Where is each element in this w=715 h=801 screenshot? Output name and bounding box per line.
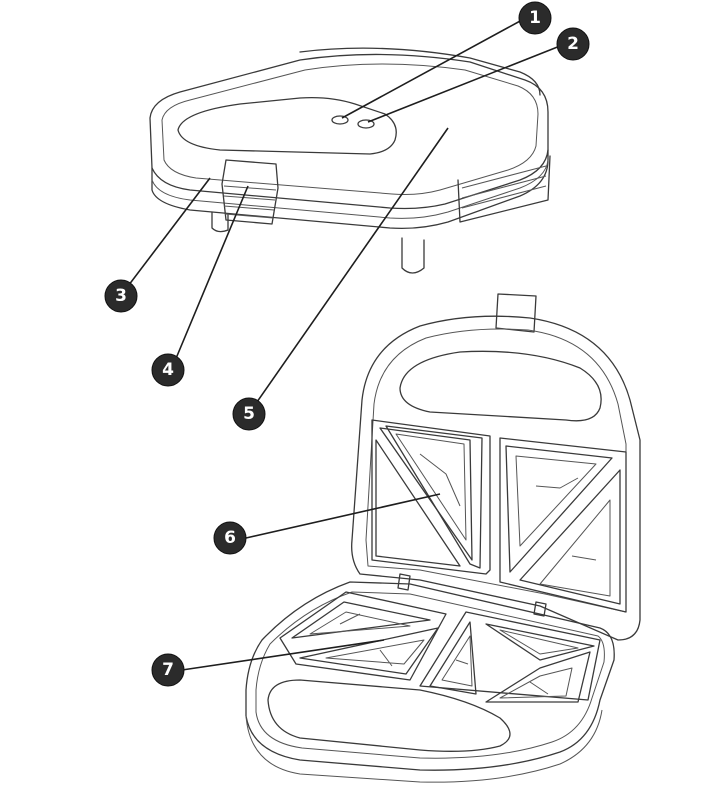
upper-mould-right-frame bbox=[499, 437, 627, 613]
upper-plate-outline bbox=[351, 315, 641, 641]
lower-mould-right-ridge-b bbox=[499, 629, 579, 655]
lower-mould-left-frame bbox=[279, 591, 447, 681]
power-light bbox=[331, 115, 349, 125]
lower-base-edge bbox=[245, 709, 603, 783]
base-seam bbox=[151, 159, 549, 219]
upper-mould-right-ridge bbox=[515, 455, 597, 547]
lower-handle bbox=[267, 679, 511, 752]
leader-1 bbox=[341, 19, 523, 119]
lower-mould-right-ridge-c bbox=[499, 667, 573, 699]
lower-mould-right-b bbox=[485, 623, 595, 661]
callout-badge-1: 1 bbox=[518, 1, 552, 35]
callout-badge-7: 7 bbox=[151, 653, 185, 687]
lower-mould-right-ridge bbox=[441, 635, 473, 687]
lower-mould-right-frame bbox=[419, 611, 601, 701]
lower-mould-left-a bbox=[291, 601, 431, 639]
cord-storage-lines bbox=[461, 165, 547, 209]
hinge-right bbox=[533, 601, 547, 617]
front-right-foot bbox=[401, 237, 425, 274]
lower-mould-right-c bbox=[485, 651, 591, 703]
cord-storage bbox=[457, 155, 551, 223]
upper-mould-right-a bbox=[505, 445, 613, 573]
rear-hinge-outline bbox=[299, 47, 541, 96]
lower-mould-left-ridge-b bbox=[325, 639, 425, 667]
leader-6 bbox=[245, 493, 441, 539]
callout-badge-6: 6 bbox=[213, 521, 247, 555]
callout-label-2: 2 bbox=[567, 34, 579, 54]
upper-mould-right-ridge-b bbox=[539, 499, 611, 597]
callout-label-3: 3 bbox=[115, 286, 127, 306]
upper-mould-left-ridge bbox=[395, 433, 467, 541]
lid-rim bbox=[161, 63, 539, 195]
callout-label-4: 4 bbox=[162, 360, 174, 380]
latch-grip-lines bbox=[223, 185, 277, 219]
leader-lines bbox=[121, 19, 561, 671]
lower-mould-right-a bbox=[429, 621, 477, 695]
upper-handle bbox=[399, 350, 602, 422]
callout-label-1: 1 bbox=[529, 8, 541, 28]
leader-5 bbox=[249, 127, 449, 413]
hinge-tab bbox=[495, 293, 537, 333]
leader-4 bbox=[171, 185, 249, 369]
callout-label-7: 7 bbox=[162, 660, 174, 680]
lid-outline bbox=[149, 53, 549, 210]
closed-sandwich-maker bbox=[149, 47, 551, 274]
callout-badge-4: 4 bbox=[151, 353, 185, 387]
lower-plate-rim bbox=[255, 591, 605, 759]
upper-plate-rim bbox=[365, 328, 627, 613]
upper-mould-left-c bbox=[375, 439, 461, 567]
callout-label-5: 5 bbox=[243, 404, 255, 424]
lower-mould-left-ridge bbox=[309, 611, 411, 635]
hinge-left bbox=[397, 573, 411, 591]
callout-badge-5: 5 bbox=[232, 397, 266, 431]
leader-7 bbox=[181, 639, 385, 671]
upper-mould-left-a bbox=[379, 427, 473, 561]
base-outline bbox=[151, 149, 549, 230]
front-left-foot bbox=[211, 211, 229, 233]
ready-light bbox=[357, 119, 375, 129]
leader-3 bbox=[121, 177, 211, 295]
leader-2 bbox=[367, 45, 561, 123]
callout-badge-2: 2 bbox=[556, 27, 590, 61]
upper-mould-left-b bbox=[385, 425, 483, 569]
upper-mould-right-b bbox=[519, 469, 621, 605]
callout-badge-3: 3 bbox=[104, 279, 138, 313]
handle-recess bbox=[177, 96, 397, 155]
upper-mould-left-frame bbox=[371, 419, 491, 575]
callout-label-6: 6 bbox=[224, 528, 236, 548]
open-sandwich-maker bbox=[245, 293, 641, 783]
latch-outline bbox=[221, 159, 279, 225]
